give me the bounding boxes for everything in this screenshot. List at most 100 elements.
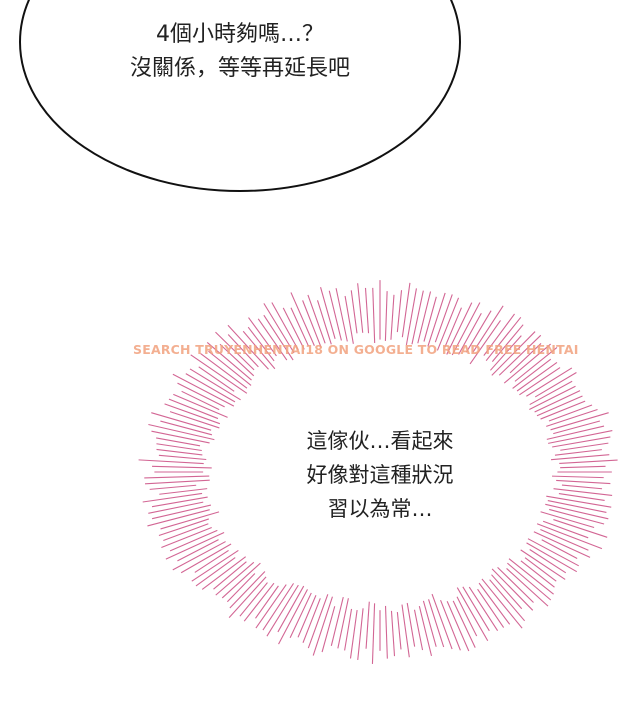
burst-line [491,574,523,610]
burst-line [357,283,364,333]
burst-line [195,557,236,587]
burst-line [172,373,235,407]
thought-line: 習以為常… [327,497,433,521]
burst-line [529,385,576,410]
burst-line [228,576,267,618]
burst-line [164,403,221,425]
burst-line [161,526,212,549]
burst-line [144,479,210,485]
burst-line [548,430,613,444]
burst-line [396,290,403,333]
burst-line [553,519,608,538]
burst-line [469,320,501,365]
burst-line [384,605,388,659]
burst-line [190,354,248,394]
thought-line: 這傢伙…看起來 [306,429,454,453]
burst-line [506,568,549,607]
burst-line [227,334,259,368]
burst-line [169,411,220,429]
burst-line [554,449,602,456]
burst-line [312,596,333,656]
burst-line [553,488,613,496]
burst-line [320,287,336,339]
burst-line [550,454,610,461]
burst-line [478,582,511,625]
burst-line [477,588,505,628]
burst-line [534,372,577,398]
burst-line [307,294,326,344]
burst-line [221,562,261,599]
burst-line [526,542,578,573]
burst-line [255,584,287,629]
burst-line [290,307,310,347]
burst-line [328,290,342,341]
burst-line [282,307,305,350]
burst-line [156,443,202,452]
burst-line [458,312,482,355]
burst-line [540,511,595,529]
burst-line [151,504,212,520]
burst-line [498,334,542,376]
burst-line [413,609,424,651]
burst-line [213,561,247,590]
thought-burst-lines [138,280,618,664]
burst-line [427,292,446,347]
burst-line [316,300,332,345]
burst-line [520,560,555,588]
burst-line [556,479,611,485]
burst-line [417,291,432,344]
burst-line [156,437,201,447]
burst-line [551,475,604,479]
burst-line [491,568,534,611]
burst-line [491,324,524,362]
burst-line [553,420,601,435]
burst-line [142,492,203,503]
burst-line [440,599,461,651]
burst-line [335,288,348,342]
burst-line [372,287,376,343]
burst-line [436,297,460,351]
burst-line [219,343,255,377]
burst-line [229,571,266,609]
burst-line [330,597,344,646]
burst-line [151,412,212,431]
burst-line [545,503,609,520]
burst-line [149,484,197,490]
burst-line [456,587,489,642]
burst-line [173,393,228,418]
burst-line [529,549,567,574]
burst-line [371,603,376,664]
burst-line [444,307,462,348]
burst-line [177,539,219,562]
burst-line [558,493,605,501]
speech-bubble-text: 4個小時夠嗎…？ 沒關係，等等再延長吧 [40,18,440,86]
burst-line [524,557,557,582]
burst-line [561,484,603,490]
burst-line [452,600,476,648]
burst-line [559,459,618,464]
burst-line [549,508,605,525]
burst-line [546,408,598,427]
burst-line [509,343,542,374]
burst-line [185,373,236,403]
burst-line [337,598,349,649]
burst-line [481,578,523,629]
burst-line [307,594,329,649]
burst-line [390,610,396,657]
burst-line [169,529,218,552]
burst-line [527,538,579,567]
burst-line [198,366,235,392]
burst-line [536,395,583,417]
burst-line [255,585,279,619]
burst-line [560,465,606,469]
speech-bubble [19,0,461,192]
speech-line: 4個小時夠嗎…？ [156,22,324,47]
burst-line [344,608,353,651]
burst-line [266,584,299,637]
burst-line [483,313,515,356]
burst-line [151,430,210,444]
burst-line [243,582,275,622]
burst-line [550,412,609,431]
burst-line [472,305,504,353]
